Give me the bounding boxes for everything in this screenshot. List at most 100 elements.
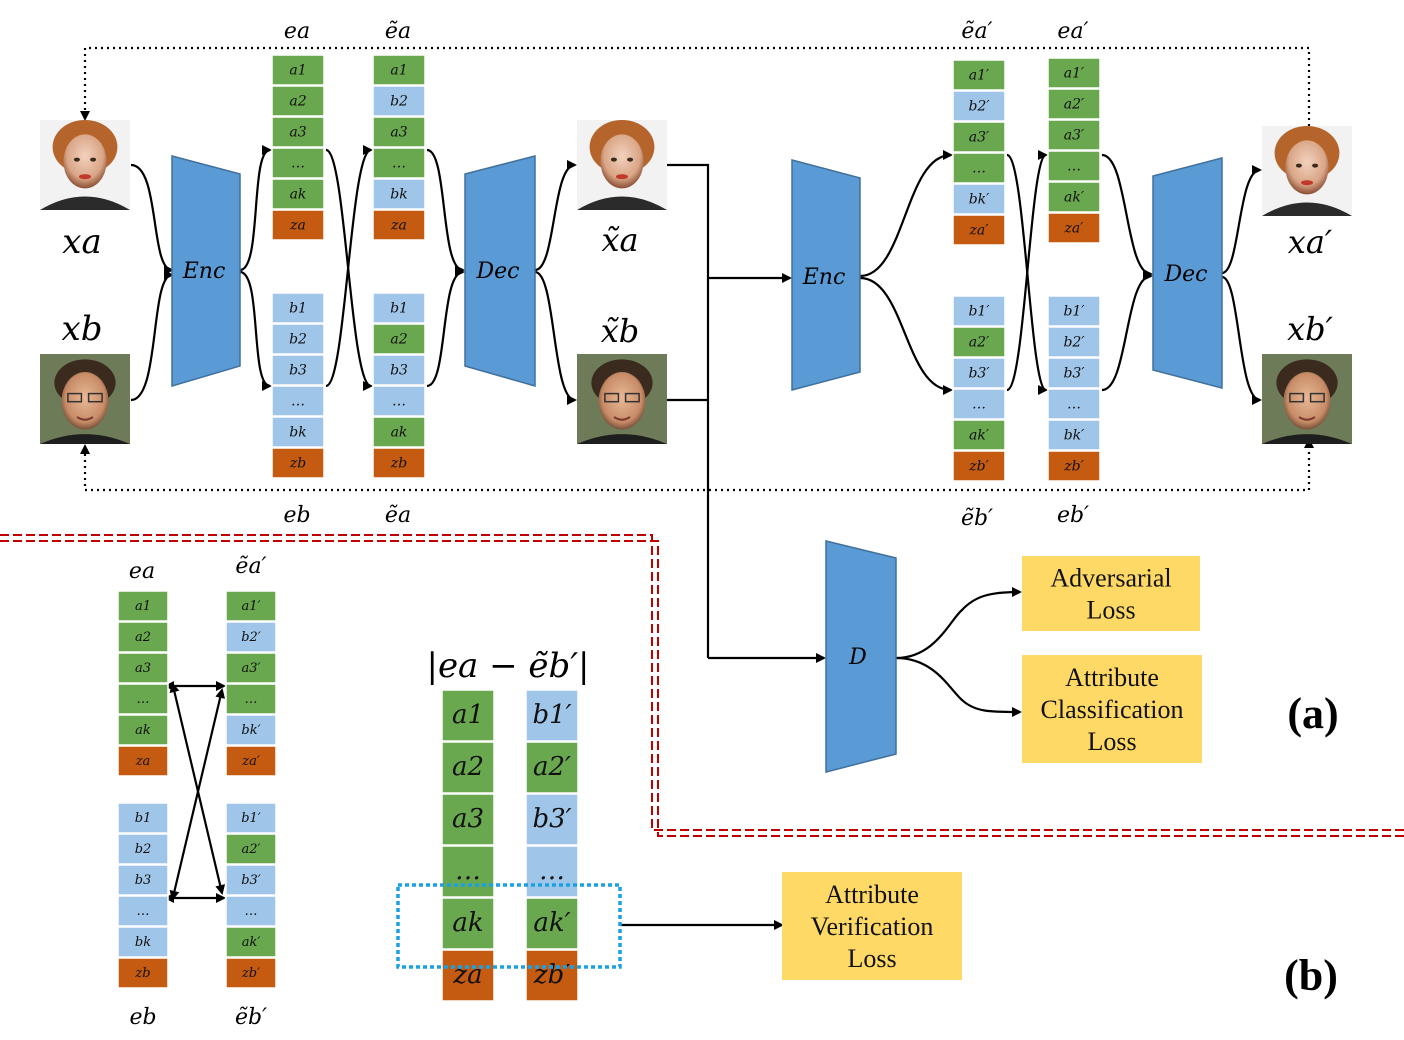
latent-cell [952,295,1006,327]
latent-cell-label: ak′ [969,428,990,444]
loss-boxes: AdversarialLossAttributeClassificationLo… [782,556,1202,980]
latent-cell-label: a2′ [242,842,261,857]
decoder-block-1-label: Dec [476,259,520,284]
label-ea-top: ea [284,19,310,44]
latent-cell [441,689,495,742]
discriminator-block-label: D [848,645,867,670]
latent-cell-label: b3′ [532,804,571,834]
latent-cell-label: a1 [390,63,407,79]
latent-cell [225,895,277,927]
latent-cell [952,152,1006,184]
latent-cell [1047,419,1101,451]
latent-cell [952,121,1006,153]
latent-cell-label: b1′ [241,811,261,826]
latent-column-b_etbp: b1′a2′b3′…ak′zb′ [225,802,277,989]
latent-cell [952,183,1006,215]
latent-cell-label: ak [135,723,151,738]
latent-cell [372,385,426,417]
label-eta-bottom: ẽa [385,503,411,528]
connectors [80,46,1314,930]
latent-cell [117,926,169,958]
latent-cell-label: a2 [289,94,306,110]
latent-column-big_etbp: b1′a2′b3′…ak′zb′ [525,689,579,1002]
latent-cell-label: za [289,218,306,234]
latent-cell [1047,57,1101,89]
latent-cell-label: … [291,156,305,172]
label-eb-bottom: eb [283,503,310,528]
latent-cell-label: b1 [390,301,408,317]
latent-column-ebp: b1′b2′b3′…bk′zb′ [1047,295,1101,482]
latent-cell-label: b3 [390,363,408,379]
face-image-xb-reconstructed [577,354,667,444]
latent-cell [372,85,426,117]
label-etap-top: ẽa′ [961,19,992,44]
face-image-xa-reconstructed [577,120,667,210]
latent-cell [1047,388,1101,420]
latent-cell-label: bk [289,425,306,441]
label-eta-top: ẽa [385,19,411,44]
latent-cell [271,416,325,448]
latent-cell-label: a2 [135,630,151,645]
latent-cell-label: ak [290,187,307,203]
latent-cell [271,116,325,148]
panel-separator [0,534,1404,837]
label-ebp-bottom: eb′ [1057,503,1089,528]
latent-cell [1047,119,1101,151]
discriminator-block: D [825,540,897,773]
latent-cell [271,323,325,355]
latent-cell-label: b1′ [1063,304,1085,320]
latent-cell [372,354,426,386]
latent-cell [372,116,426,148]
latent-columns: a1a2a3…akzaa1b2a3…bkzab1b2b3…bkzbb1a2b3…… [117,54,1101,1002]
latent-cell [117,745,169,777]
latent-cell-label: b3 [289,363,307,379]
latent-cell [441,897,495,950]
label-b-etbp: ẽb′ [235,1005,267,1030]
latent-cell-label: za [452,960,482,990]
encoder-block-2-label: Enc [802,265,846,290]
latent-cell-label: ak′ [533,908,570,938]
latent-cell [952,326,1006,358]
latent-cell-label: zb [390,456,407,472]
latent-cell-label: b2′ [241,630,261,645]
latent-cell-label: za [390,218,407,234]
latent-cell-label: b1 [135,811,152,826]
latent-cell-label: ak′ [1064,190,1085,206]
latent-cell-label: ak [452,908,483,938]
latent-cell-label: bk′ [241,723,260,738]
classification-loss-box-line: Attribute [1065,663,1159,692]
label-xtb: x̃b [601,312,640,350]
decoder-block-2: Dec [1152,157,1223,389]
latent-cell-label: za [135,754,151,769]
face-images [40,120,1352,444]
latent-cell [225,802,277,834]
latent-cell [525,793,579,846]
latent-cell [225,621,277,653]
latent-column-eap: a1′a2′a3′…ak′za′ [1047,57,1101,244]
latent-cell-label: za′ [241,754,260,769]
verification-selection-box [396,883,622,969]
label-b-ea: ea [129,559,155,584]
latent-cell-label: a2′ [969,335,990,351]
latent-cell [1047,88,1101,120]
encoder-block-1: Enc [171,155,241,388]
latent-cell-label: … [137,904,150,919]
classification-loss-box-line: Classification [1041,695,1184,724]
latent-cell-label: b2 [390,94,408,110]
latent-cell [271,85,325,117]
latent-cell-label: a3 [390,125,407,141]
latent-cell [441,949,495,1002]
latent-cell [225,745,277,777]
latent-cell-label: … [291,394,305,410]
latent-cell-label: zb′ [1063,459,1084,475]
latent-cell [117,895,169,927]
latent-cell-label: a1 [135,599,151,614]
latent-cell-label: a3′ [969,130,990,146]
latent-cell [441,845,495,898]
